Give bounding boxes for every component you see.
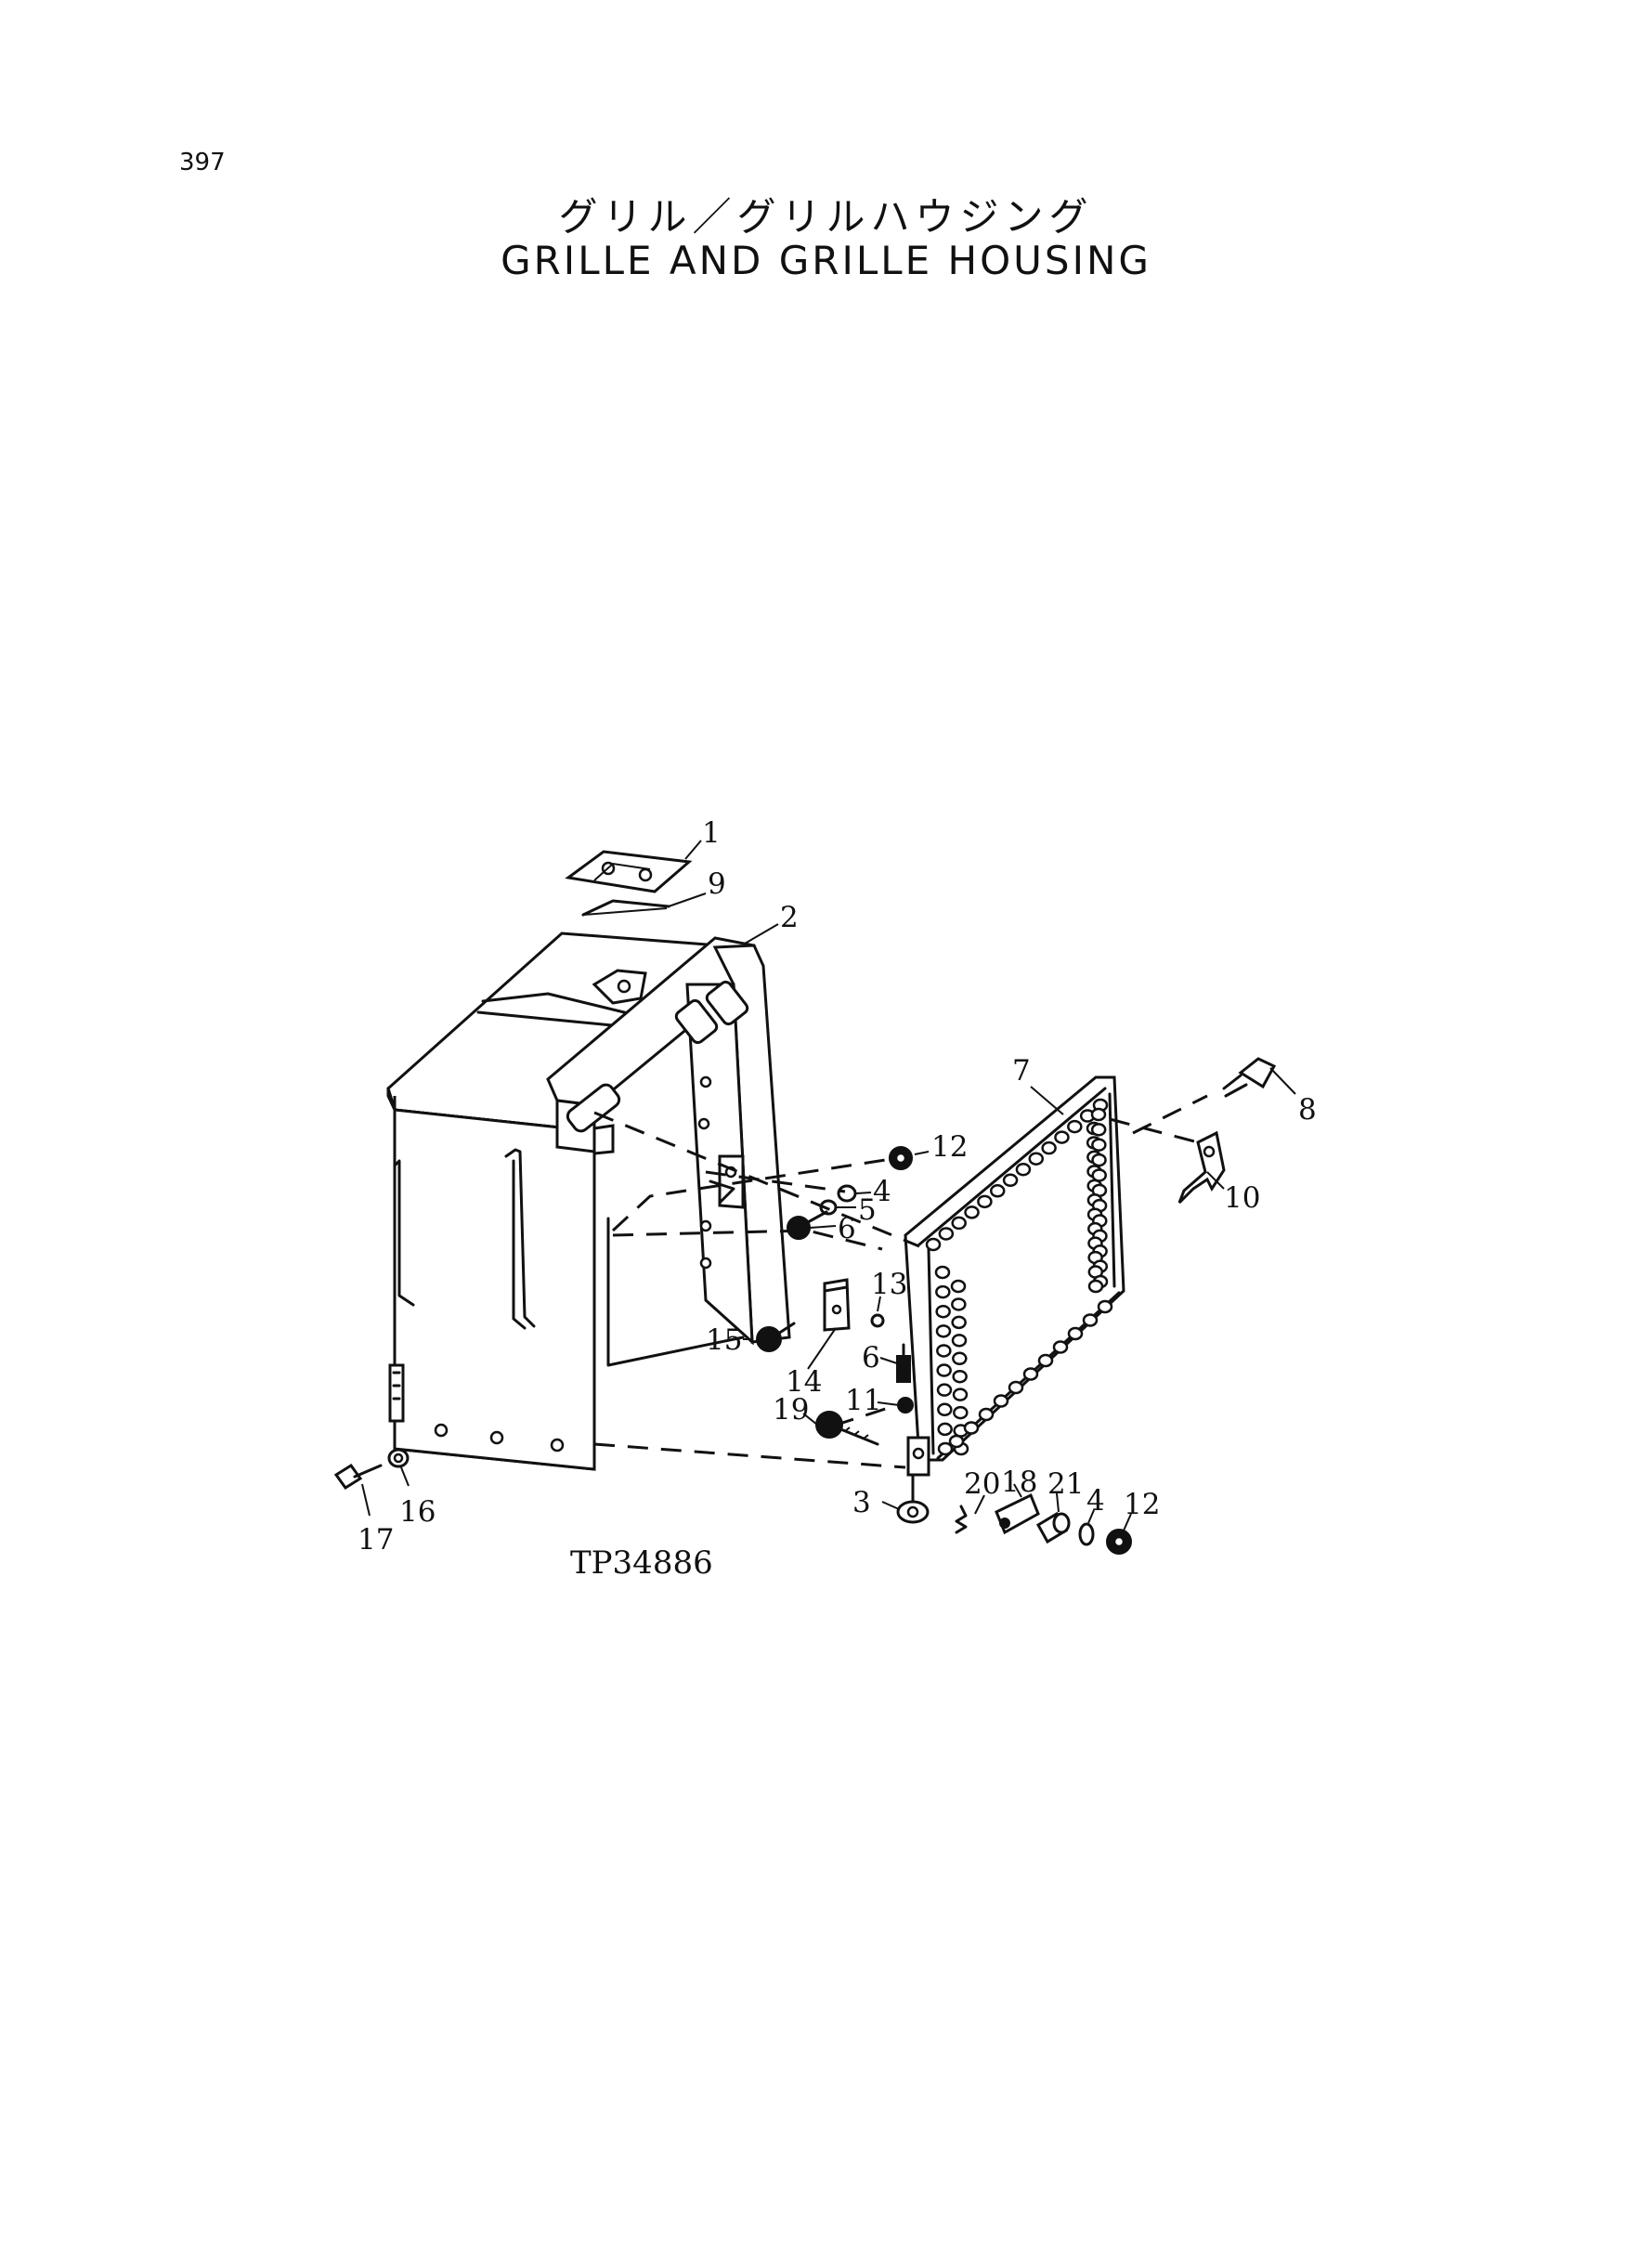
part-2-grille-housing bbox=[386, 932, 791, 1471]
grille-perforation-holes bbox=[925, 1098, 1113, 1456]
callout-18: 18 bbox=[1001, 1466, 1037, 1499]
page-number: 397 bbox=[179, 149, 226, 176]
part-4-washer-lower bbox=[1078, 1522, 1095, 1546]
part-6-bolt-lower bbox=[896, 1343, 911, 1383]
grille-hinge bbox=[906, 1436, 930, 1477]
part-4-washer-upper bbox=[837, 1184, 857, 1203]
callout-9: 9 bbox=[708, 867, 726, 901]
callout-20: 20 bbox=[964, 1467, 1000, 1501]
part-8-bolt bbox=[1222, 1057, 1277, 1098]
part-18-plate bbox=[995, 1492, 1040, 1535]
part-12-nut-lower bbox=[1106, 1529, 1132, 1555]
part-15-bolt bbox=[756, 1322, 796, 1352]
part-9-shim bbox=[581, 899, 670, 917]
part-14-bracket bbox=[823, 1278, 851, 1332]
callout-5: 5 bbox=[858, 1193, 877, 1227]
callout-17: 17 bbox=[358, 1523, 394, 1557]
callout-1: 1 bbox=[702, 816, 721, 850]
callout-6-upper: 6 bbox=[838, 1212, 856, 1245]
part-21-sleeve bbox=[1035, 1511, 1071, 1544]
part-16-washer bbox=[387, 1448, 410, 1468]
callout-2: 2 bbox=[780, 901, 799, 934]
part-1-top-plate bbox=[565, 850, 693, 893]
callout-16: 16 bbox=[399, 1495, 436, 1529]
part-19-bolt bbox=[815, 1411, 879, 1446]
part-17-bolt bbox=[333, 1463, 383, 1491]
callout-12-upper: 12 bbox=[931, 1130, 968, 1164]
callouts: 1 9 2 7 8 10 12 4 5 6 13 15 14 6 11 19 2… bbox=[358, 816, 1317, 1557]
callout-21: 21 bbox=[1047, 1467, 1084, 1501]
callout-7: 7 bbox=[1012, 1054, 1031, 1088]
part-12-nut-upper bbox=[889, 1146, 913, 1170]
callout-10: 10 bbox=[1224, 1181, 1260, 1215]
callout-19: 19 bbox=[773, 1393, 809, 1427]
callout-3: 3 bbox=[852, 1486, 871, 1519]
assembly-lines bbox=[393, 1094, 1208, 1469]
callout-4-lower: 4 bbox=[1086, 1484, 1105, 1518]
title-japanese: グリル／グリルハウジング bbox=[558, 194, 1094, 240]
part-20-spring bbox=[955, 1505, 968, 1534]
reference-code: TP34886 bbox=[570, 1544, 713, 1582]
part-3-hinge-pin bbox=[896, 1452, 930, 1524]
title-english: GRILLE AND GRILLE HOUSING bbox=[501, 238, 1151, 283]
callout-11: 11 bbox=[845, 1384, 881, 1417]
callout-6-lower: 6 bbox=[862, 1341, 880, 1375]
callout-14: 14 bbox=[786, 1365, 822, 1399]
callout-4-upper: 4 bbox=[873, 1175, 891, 1208]
part-13-nut bbox=[870, 1313, 885, 1328]
callout-12-lower: 12 bbox=[1124, 1488, 1160, 1521]
leader-lines bbox=[361, 840, 1296, 1531]
callout-15: 15 bbox=[706, 1323, 742, 1357]
part-10-latch-bracket bbox=[1177, 1130, 1226, 1205]
callout-8: 8 bbox=[1298, 1093, 1317, 1127]
callout-13: 13 bbox=[871, 1268, 907, 1301]
